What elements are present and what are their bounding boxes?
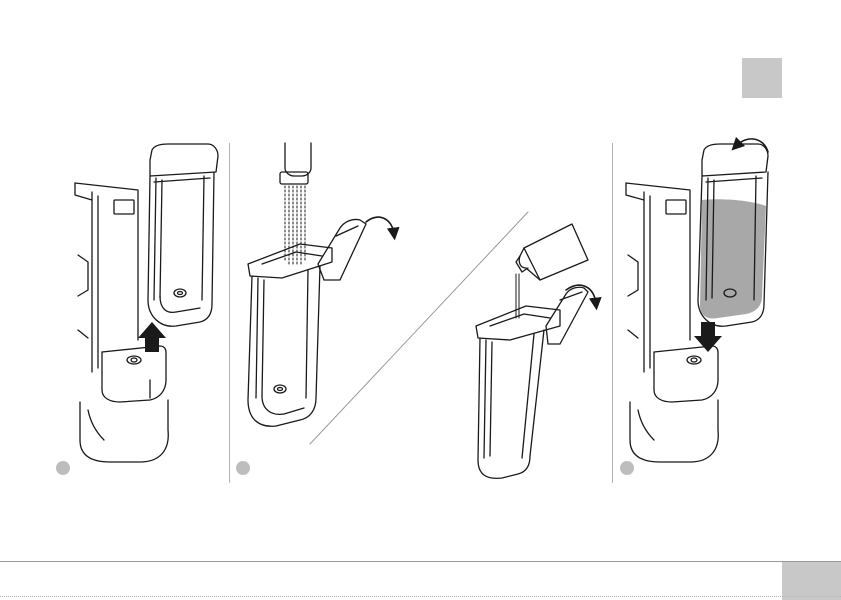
page-number-tab — [782, 562, 841, 600]
rotate-lid-icon — [366, 217, 394, 234]
footer-dotted-line — [0, 596, 841, 597]
panel-3-insert-tank — [626, 139, 768, 462]
rotate-lid-icon-2 — [566, 285, 596, 304]
footer-rule — [0, 561, 841, 562]
diagonal-separator — [310, 212, 528, 444]
liquid-drip — [516, 274, 519, 318]
water-stream — [285, 186, 305, 266]
panel-1-remove-tank — [75, 144, 218, 462]
water-level-fill — [700, 199, 766, 318]
panel-2b-pour-liquid — [476, 224, 596, 478]
water-tank-open-lid — [248, 219, 366, 426]
coffee-machine-body — [75, 183, 168, 462]
step-3-badge — [620, 461, 634, 475]
faucet — [280, 143, 311, 184]
step-2-badge — [236, 461, 250, 475]
liquid-bottle — [516, 224, 588, 280]
water-tank-removed — [148, 144, 218, 326]
water-tank-open-lid-2 — [476, 287, 588, 478]
water-tank-full — [698, 144, 768, 326]
panel-2-rinse-and-fill — [248, 143, 394, 426]
step-1-badge — [56, 461, 70, 475]
